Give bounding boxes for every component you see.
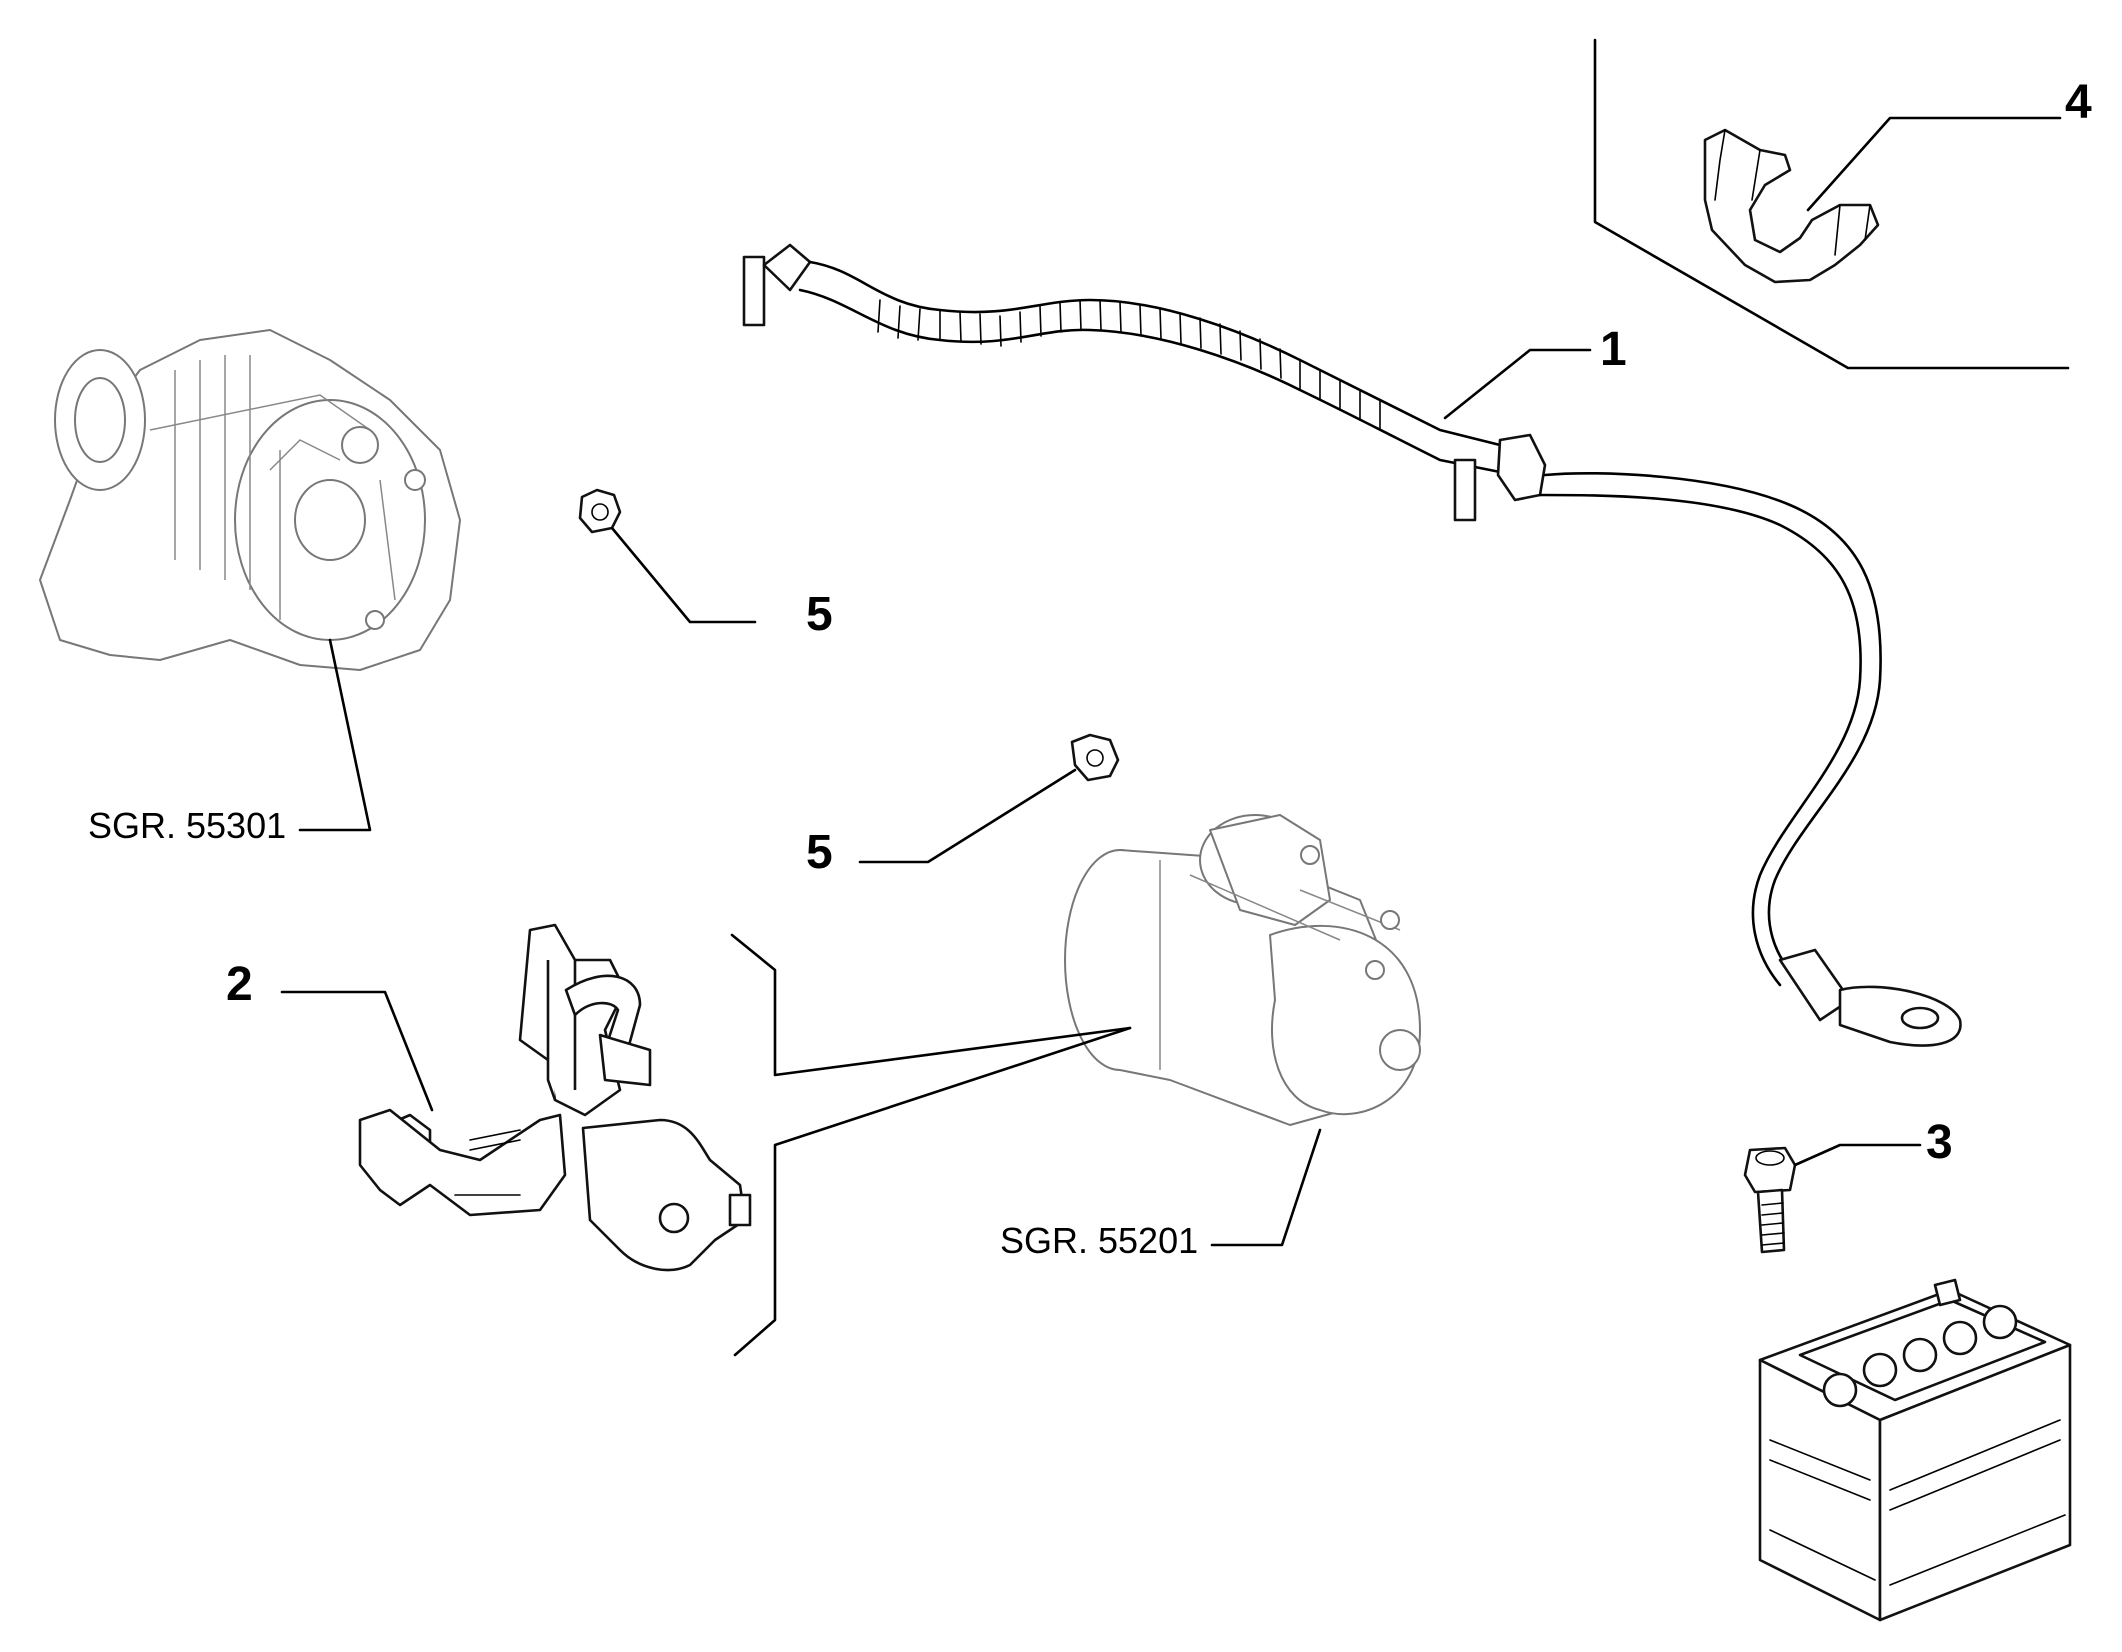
callout-3: 3 [1926,1116,1953,1169]
callout-5-lower: 5 [806,826,833,879]
battery-illustration [1758,1278,2072,1622]
callout-5-upper: 5 [806,588,833,641]
starter-bracket-illustration [280,923,752,1272]
alternator-leader [298,638,372,832]
alternator-reference: SGR. 55301 [88,805,286,846]
callout-1: 1 [1600,323,1627,376]
nut-illustration-lower [858,733,1120,864]
assembly-leader-lines [730,933,1132,1357]
callout-2: 2 [226,958,253,1011]
bolt-illustration [1743,1143,1922,1254]
cable-clip-illustration [1593,38,2070,370]
alternator-illustration [39,329,461,671]
callout-4: 4 [2065,76,2092,129]
starter-reference: SGR. 55201 [1000,1220,1198,1261]
starter-motor-illustration [1064,814,1421,1247]
battery-cable-illustration [742,243,1962,1047]
nut-illustration-upper [578,488,757,624]
